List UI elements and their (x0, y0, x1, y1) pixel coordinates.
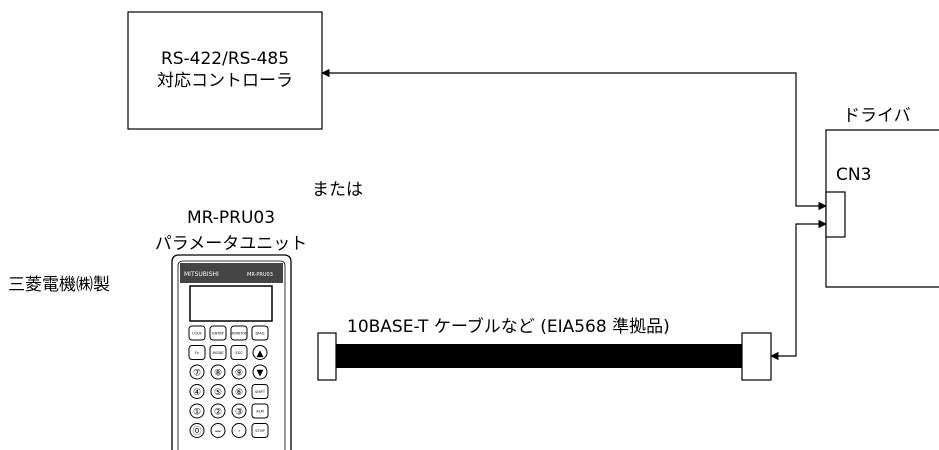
cable-label: 10BASE-T ケーブルなど (EIA568 準拠品) (347, 317, 670, 337)
keypad-key-label: · (238, 427, 241, 437)
cn3-connector (825, 191, 846, 238)
keypad-key-shape (210, 364, 226, 380)
keypad-key-label: ⑤ (214, 388, 222, 398)
cable-plug-right (741, 332, 772, 381)
keypad-key: LOCK (188, 325, 206, 341)
keypad-key: MODE (209, 345, 227, 360)
parameter-unit-model: MR-PRU03 (186, 208, 276, 228)
keypad-key: ▼ (252, 364, 268, 380)
cable-wire (770, 219, 827, 361)
keypad-key-shape (230, 345, 248, 360)
cable-body (336, 344, 742, 368)
keypad-key-shape (252, 345, 268, 360)
driver-label: ドライバ (843, 106, 911, 126)
keypad-key: ENTRY (209, 325, 227, 341)
keypad-key-label: ① (193, 408, 201, 418)
keypad-key-shape (251, 423, 269, 438)
parameter-unit-label: MR-PRU03 パラメータユニット (126, 205, 336, 257)
keypad-key: ⑨ (231, 364, 247, 380)
keypad-key: ② (210, 403, 226, 419)
keypad-key: ⓪ (189, 423, 205, 438)
keypad-key-label: MODE (213, 351, 225, 355)
keypad-key: ③ (231, 403, 247, 419)
keypad-key-shape (188, 345, 206, 360)
keypad-key-shape (209, 345, 227, 360)
keypad: LOCK ENTRY MONITOR DIAG Fn MODE ESC ▲ ⑦ ⑧ ⑨ ▼ ④ ⑤ ⑥ SHI… (188, 325, 269, 438)
keypad-key: MONITOR (230, 325, 248, 341)
keypad-key-label: ② (214, 408, 222, 418)
alternative-word: または (312, 180, 363, 200)
keypad-key: Fn (188, 345, 206, 360)
controller-wire (321, 68, 827, 211)
keypad-key-shape (231, 403, 247, 419)
keypad-key-label: STOP (255, 429, 265, 433)
keypad-key-label: ⑨ (235, 369, 243, 379)
keypad-key-shape (209, 325, 227, 341)
keypad-key-label: DIAG (255, 332, 264, 336)
keypad-key-label: SHIFT (255, 390, 266, 394)
keypad-key-shape (189, 403, 205, 419)
keypad-key: ▲ (252, 345, 268, 360)
cn3-label: CN3 (836, 165, 872, 185)
keypad-key-shape (189, 384, 205, 399)
keypad-key-shape (189, 423, 205, 438)
keypad-key-label: Fn (195, 351, 199, 355)
cable-plug-left (317, 332, 337, 381)
keypad-key-shape (251, 325, 269, 341)
keypad-key: ① (189, 403, 205, 419)
controller-line2: 対応コントローラ (157, 71, 293, 91)
keypad-key-label: ⑦ (193, 369, 201, 379)
keypad-key: ⑥ (231, 384, 247, 399)
parameter-unit-illustration: MITSUBISHI MR-PRU03 LOCK ENTRY MONITOR DIAG… (171, 254, 292, 450)
keypad-key-label: − (214, 427, 222, 437)
brand-text: MITSUBISHI (184, 271, 219, 278)
keypad-key-label: ③ (235, 408, 243, 418)
keypad-key-shape (231, 384, 247, 399)
keypad-key-shape (251, 403, 269, 419)
keypad-key-label: ESC (235, 351, 243, 355)
keypad-key: − (210, 423, 226, 438)
keypad-key-label: LOCK (192, 332, 202, 336)
keypad-key-label: MONITOR (230, 332, 248, 336)
keypad-key-label: ⓪ (192, 426, 201, 437)
keypad-key-shape (252, 364, 268, 380)
keypad-key-shape (231, 423, 247, 438)
lcd-screen (189, 285, 273, 322)
keypad-key-label: ENTRY (212, 332, 224, 336)
controller-label: RS-422/RS-485 対応コントローラ (128, 48, 322, 92)
keypad-key: ④ (189, 384, 205, 399)
keypad-key: STOP (251, 423, 269, 438)
keypad-key-shape (230, 325, 248, 341)
keypad-key-label: ▲ (257, 349, 264, 359)
keypad-key: SHIFT (251, 384, 269, 399)
keypad-key-label: ALM (256, 410, 264, 414)
keypad-key-label: ⑧ (214, 369, 222, 379)
keypad-key-shape (210, 384, 226, 399)
keypad-key: ⑧ (210, 364, 226, 380)
keypad-key: ⑤ (210, 384, 226, 399)
keypad-key: DIAG (251, 325, 269, 341)
keypad-key-shape (231, 364, 247, 380)
keypad-key-shape (251, 384, 269, 399)
keypad-key-shape (188, 325, 206, 341)
keypad-key-label: ④ (193, 388, 201, 398)
model-plate-text: MR-PRU03 (247, 272, 273, 278)
controller-line1: RS-422/RS-485 (160, 49, 290, 69)
keypad-key: · (231, 423, 247, 438)
keypad-key-shape (210, 403, 226, 419)
keypad-key: ⑦ (189, 364, 205, 380)
keypad-key: ALM (251, 403, 269, 419)
keypad-key-shape (210, 423, 226, 438)
keypad-key-label: ⑥ (235, 388, 243, 398)
parameter-unit-name: パラメータユニット (154, 234, 308, 254)
maker-label: 三菱電機㈱製 (8, 275, 110, 295)
keypad-key: ESC (230, 345, 248, 360)
keypad-key-shape (189, 364, 205, 380)
brand-strip (180, 263, 283, 283)
keypad-key-label: ▼ (257, 369, 264, 379)
